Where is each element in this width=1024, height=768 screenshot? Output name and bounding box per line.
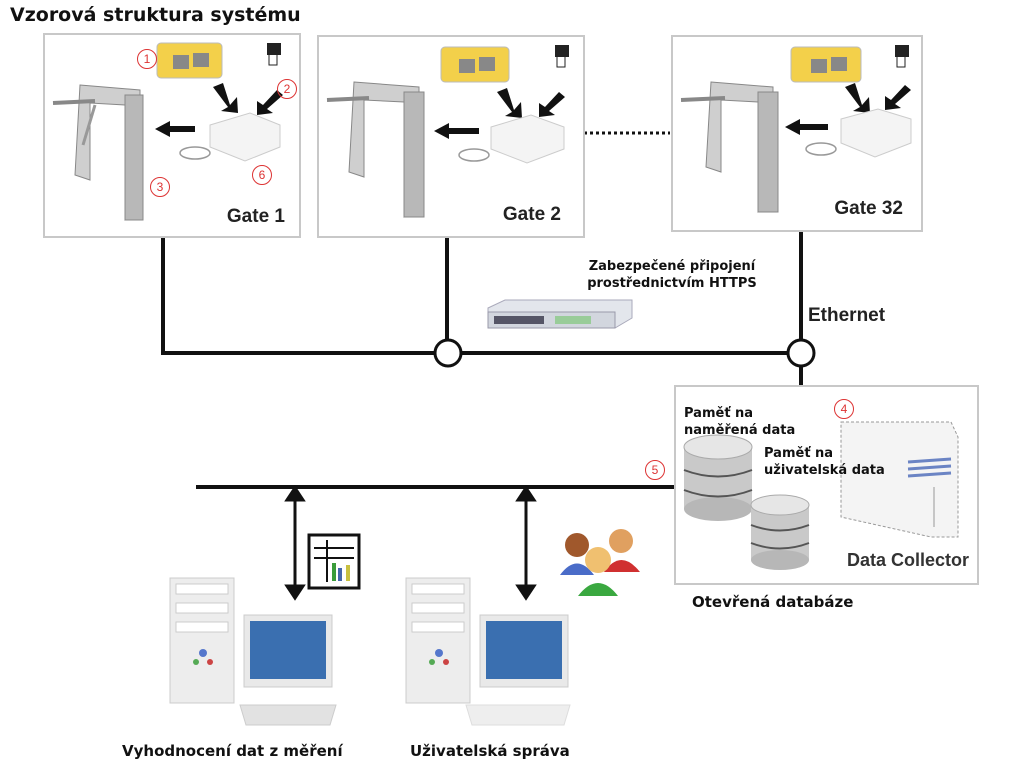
gate-panel-1: 1 2 3 6 Gate 1: [43, 33, 301, 238]
measured-data-label: Paměť na naměřená data: [684, 405, 795, 439]
arrow-down-icon: [539, 92, 565, 117]
gate-label: Gate 1: [226, 206, 285, 227]
measured-line-1: Paměť na: [684, 406, 754, 421]
controller-box-icon: [490, 114, 565, 164]
database-measured-icon: [683, 434, 753, 521]
arrow-down-icon: [213, 83, 238, 113]
junction-node-gate2: [433, 338, 463, 368]
secure-line-2: prostřednictvím HTTPS: [587, 276, 757, 291]
measured-line-2: naměřená data: [684, 423, 796, 438]
gate-label: Gate 2: [502, 204, 561, 225]
arrow-evaluation: [284, 485, 306, 601]
callout-card: 2: [277, 79, 297, 99]
evaluation-workstation-label: Vyhodnocení dat z měření: [122, 742, 343, 760]
callout-data-collector: 4: [834, 399, 854, 419]
gate-illustration: [326, 45, 569, 218]
card-reader-icon: [440, 46, 510, 83]
arrow-user-admin: [515, 485, 537, 601]
arrow-left-icon: [155, 121, 195, 137]
junction-node-gate32: [786, 338, 816, 368]
arrow-left-icon: [434, 123, 479, 139]
gate-illustration: [680, 45, 912, 213]
arrow-left-icon: [785, 119, 828, 135]
user-line-1: Paměť na: [764, 446, 834, 461]
arrow-down-icon: [257, 90, 283, 115]
user-data-label: Paměť na uživatelská data: [764, 445, 885, 479]
cable-icon: [458, 148, 490, 162]
card-reader-icon: [156, 42, 223, 79]
data-collector-label: Data Collector: [846, 550, 969, 570]
callout-turnstile: 3: [150, 177, 170, 197]
admin-workstation-label: Uživatelská správa: [410, 742, 570, 760]
gate-panel-32: Gate 32: [671, 35, 923, 232]
cable-icon: [179, 146, 211, 160]
card-reader-icon: [790, 46, 862, 83]
database-user-icon: [750, 494, 810, 570]
arrow-down-icon: [497, 88, 522, 118]
callout-reader: 1: [137, 49, 157, 69]
secure-connection-label: Zabezpečené připojení prostřednictvím HT…: [572, 258, 772, 292]
server-tower-icon: [840, 421, 959, 538]
controller-box-icon: [840, 108, 912, 158]
user-line-2: uživatelská data: [764, 463, 885, 478]
turnstile-icon: [52, 84, 144, 221]
turnstile-icon: [680, 81, 779, 213]
gate-illustration: [52, 42, 283, 221]
callout-network: 5: [645, 460, 665, 480]
arrow-down-icon: [845, 83, 870, 113]
controller-box-icon: [209, 112, 281, 162]
callout-controller: 6: [252, 165, 272, 185]
gate-label: Gate 32: [834, 198, 903, 219]
rfid-card-icon: [267, 43, 281, 66]
rfid-card-icon: [555, 45, 569, 68]
data-collector-illustration: [683, 421, 959, 570]
turnstile-icon: [326, 81, 425, 218]
open-database-caption: Otevřená databáze: [692, 593, 854, 611]
data-collector-panel: 4 Paměť na naměřená data Paměť na uživat…: [674, 385, 979, 585]
cable-icon: [805, 142, 837, 156]
gate-panel-2: Gate 2: [317, 35, 585, 238]
arrow-down-icon: [885, 85, 911, 110]
rfid-card-icon: [895, 45, 909, 68]
page-title: Vzorová struktura systému: [10, 4, 301, 26]
ethernet-label: Ethernet: [808, 305, 886, 326]
secure-line-1: Zabezpečené připojení: [588, 259, 756, 274]
